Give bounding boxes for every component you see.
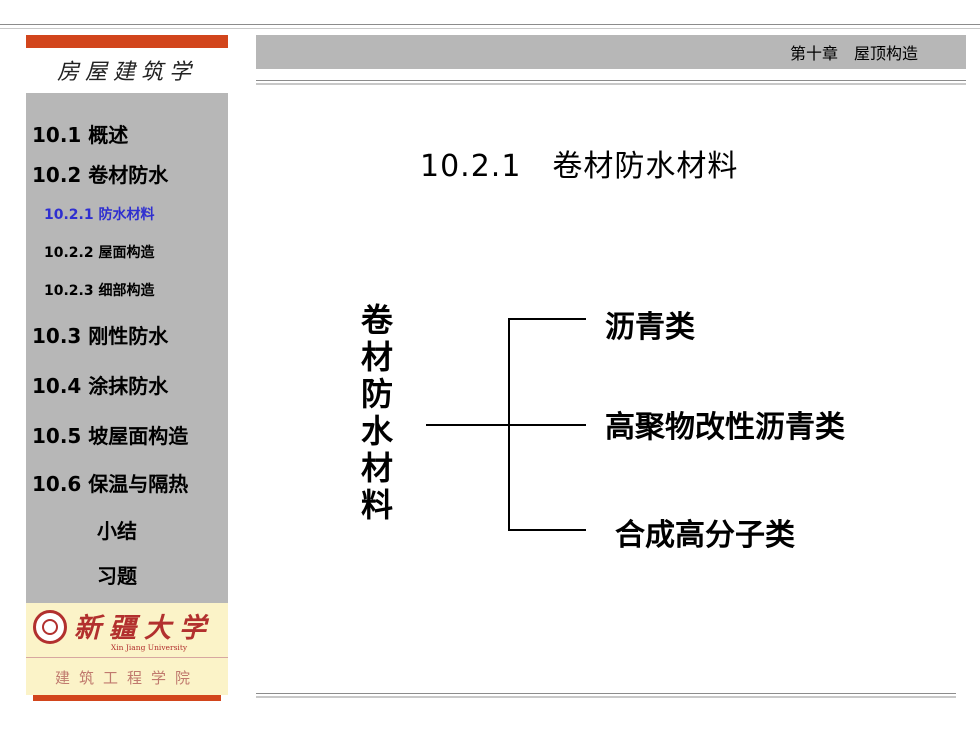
section-title: 10.2.1 卷材防水材料 bbox=[420, 149, 739, 184]
sidebar-accent-bar bbox=[26, 35, 228, 48]
footer-divider bbox=[256, 693, 956, 694]
diagram-branch-line bbox=[508, 424, 586, 426]
nav-item-exercises[interactable]: 习题 bbox=[97, 564, 137, 588]
diagram-branch-polymer-modified: 高聚物改性沥青类 bbox=[605, 410, 845, 445]
header-divider-secondary bbox=[256, 83, 966, 85]
university-emblem-icon bbox=[33, 610, 67, 644]
nav-item-10-2-2[interactable]: 10.2.2 屋面构造 bbox=[44, 245, 155, 261]
sidebar-course-title: 房屋建筑学 bbox=[56, 60, 197, 85]
nav-item-10-6[interactable]: 10.6 保温与隔热 bbox=[32, 472, 189, 496]
nav-item-10-2[interactable]: 10.2 卷材防水 bbox=[32, 163, 169, 187]
nav-item-10-2-1[interactable]: 10.2.1 防水材料 bbox=[44, 207, 155, 223]
diagram-branch-line bbox=[508, 318, 586, 320]
college-name: 建筑工程学院 bbox=[54, 669, 199, 687]
footer-divider-secondary bbox=[256, 696, 956, 698]
nav-item-10-3[interactable]: 10.3 刚性防水 bbox=[32, 324, 169, 348]
header-divider bbox=[256, 80, 966, 81]
nav-item-10-1[interactable]: 10.1 概述 bbox=[32, 123, 129, 147]
diagram-branch-line bbox=[508, 529, 586, 531]
diagram-branch-synthetic-polymer: 合成高分子类 bbox=[615, 518, 795, 553]
nav-item-10-4[interactable]: 10.4 涂抹防水 bbox=[32, 374, 169, 398]
university-name: 新疆大学 bbox=[74, 613, 214, 644]
nav-item-10-2-3[interactable]: 10.2.3 细部构造 bbox=[44, 283, 155, 299]
sidebar-title-area bbox=[26, 48, 228, 93]
header-bar bbox=[256, 35, 966, 69]
top-divider-secondary bbox=[0, 28, 980, 29]
logo-divider bbox=[26, 657, 228, 658]
top-divider bbox=[0, 24, 980, 25]
university-emblem-inner bbox=[42, 619, 58, 635]
diagram-branch-asphalt: 沥青类 bbox=[605, 310, 695, 345]
chapter-label: 第十章 屋顶构造 bbox=[789, 44, 918, 63]
sidebar-accent-bar-bottom bbox=[33, 695, 221, 701]
diagram-trunk-line bbox=[426, 424, 510, 426]
diagram-root-label: 卷材防水材料 bbox=[360, 301, 393, 524]
sidebar-nav-panel bbox=[26, 93, 228, 603]
nav-item-summary[interactable]: 小结 bbox=[97, 519, 137, 543]
nav-item-10-5[interactable]: 10.5 坡屋面构造 bbox=[32, 424, 189, 448]
university-name-en: Xin Jiang University bbox=[110, 643, 188, 652]
